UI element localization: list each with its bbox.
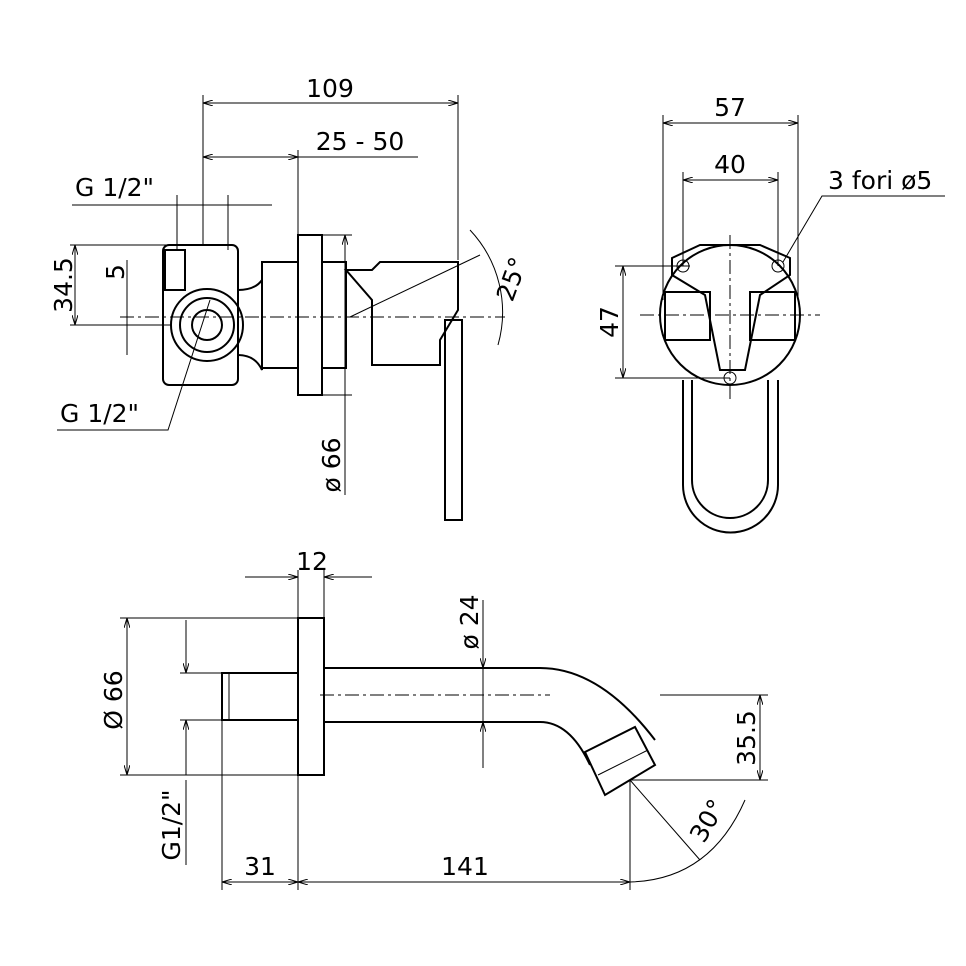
spout-view: 12 ø 24 Ø 66 G1/2" 35.5 31 141 30° bbox=[99, 547, 768, 890]
dim-12: 12 bbox=[296, 547, 328, 576]
dim-31: 31 bbox=[244, 852, 276, 881]
dim-47: 47 bbox=[595, 306, 624, 338]
thread-spout: G1/2" bbox=[157, 789, 186, 860]
dim-25-50: 25 - 50 bbox=[316, 127, 405, 156]
angle-25: 25° bbox=[491, 253, 533, 305]
dim-40: 40 bbox=[714, 150, 746, 179]
dim-34-5: 34.5 bbox=[49, 257, 78, 313]
dim-141: 141 bbox=[441, 852, 489, 881]
front-view-valve: 57 40 3 fori ø5 47 bbox=[595, 93, 945, 534]
thread-top-label: G 1/2" bbox=[75, 173, 154, 202]
flange-diameter-top: ø 66 bbox=[317, 437, 346, 492]
holes-note: 3 fori ø5 bbox=[828, 166, 932, 195]
side-view-valve: 109 25 - 50 G 1/2" 34.5 5 G 1/2" ø 66 25… bbox=[49, 74, 533, 521]
thread-bottom-label: G 1/2" bbox=[60, 399, 139, 428]
dim-109: 109 bbox=[306, 74, 354, 103]
angle-30: 30° bbox=[684, 794, 731, 847]
dim-57: 57 bbox=[714, 93, 746, 122]
flange-diameter-spout: Ø 66 bbox=[99, 670, 128, 729]
dim-35-5: 35.5 bbox=[732, 710, 761, 766]
dim-5: 5 bbox=[101, 264, 130, 280]
spout-diameter: ø 24 bbox=[455, 594, 484, 649]
